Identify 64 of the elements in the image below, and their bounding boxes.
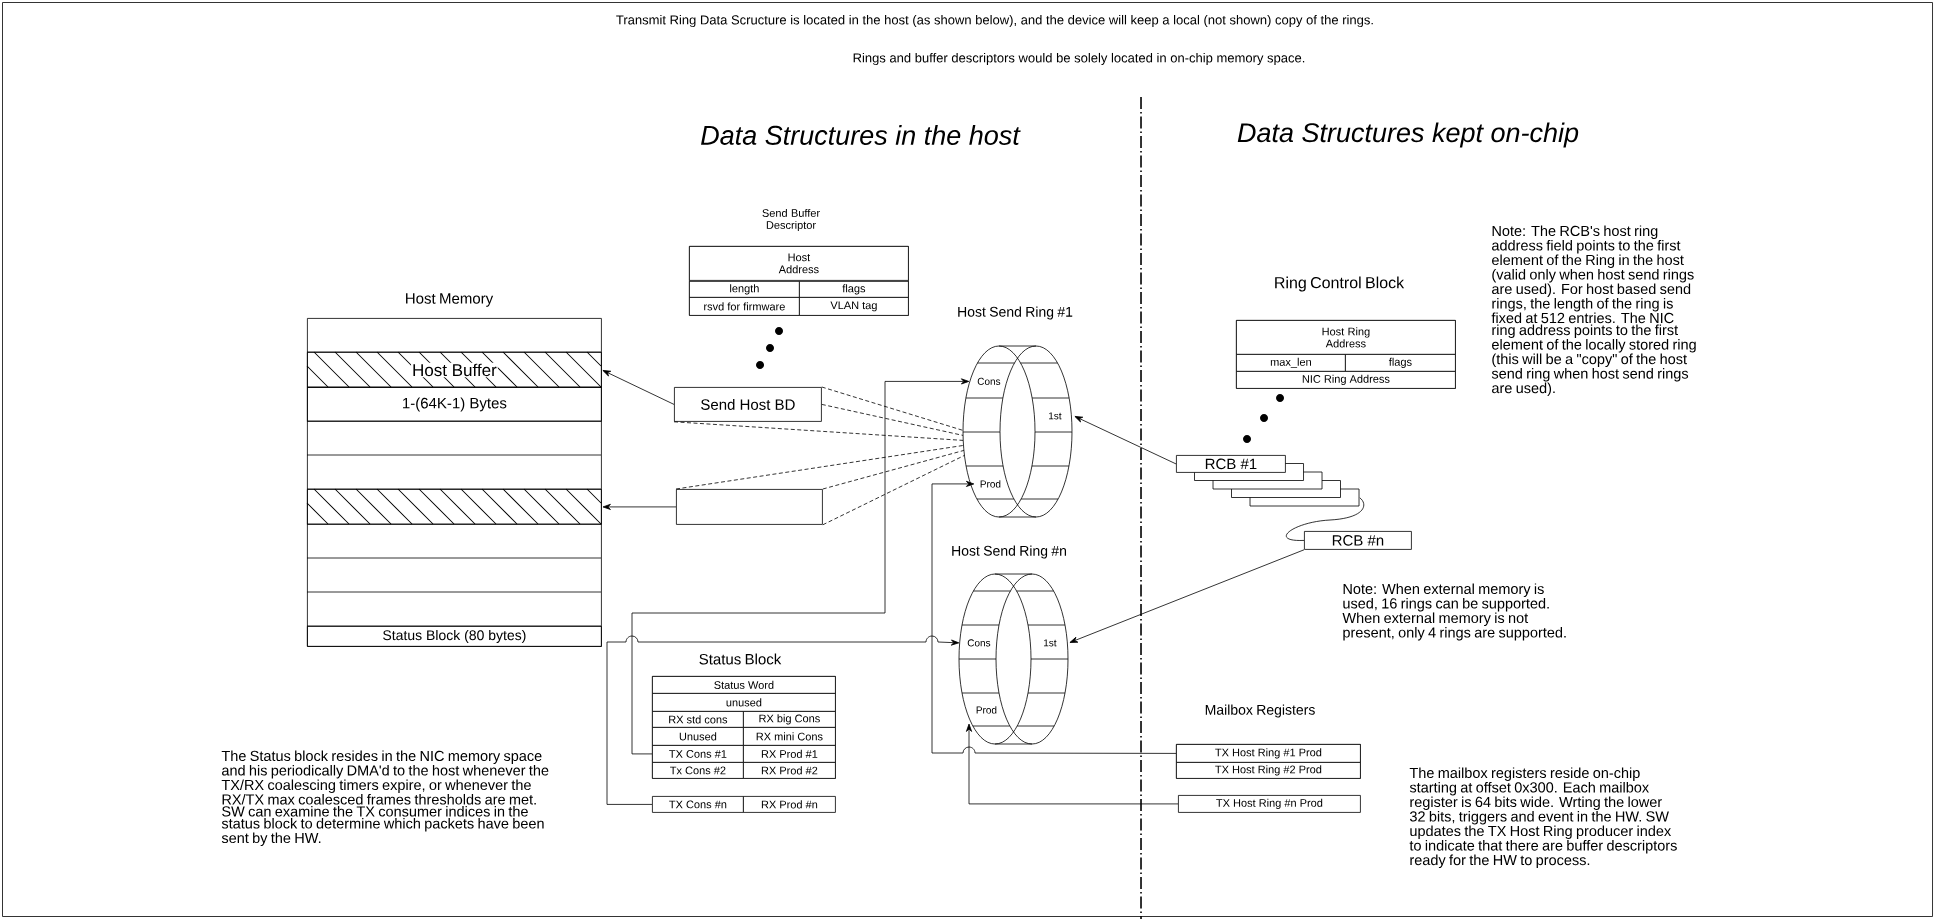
table-cell: RX Prod #2 — [743, 762, 836, 779]
table-cell: VLAN tag — [799, 297, 909, 316]
table-cell: TX Host Ring #2 Prod — [1176, 762, 1361, 779]
rcb-box: RCB #n — [1304, 531, 1412, 550]
dashed-line — [822, 450, 965, 490]
table-title: Mailbox Registers — [1205, 704, 1315, 718]
arrow — [602, 503, 677, 510]
table-cell: RX mini Cons — [743, 727, 836, 746]
arrow — [966, 723, 1179, 805]
dashed-line — [673, 421, 964, 441]
table-cell: flags — [1345, 354, 1456, 372]
arrow — [602, 370, 675, 405]
arrow — [631, 378, 970, 755]
dashed-line — [675, 445, 964, 490]
header-note: Rings and buffer descriptors would be solely located in on-chip memory space. — [853, 52, 1305, 66]
table-cell: TX Cons #1 — [652, 745, 744, 763]
segment-label: Prod — [976, 706, 997, 714]
segment-label: Cons — [967, 639, 991, 647]
note-text: Note: When external memory is used, 16 rings can be supported. When external memory is not present, only 4 rings are supported. — [1342, 583, 1566, 641]
memory-row: 1-(64K-1) Bytes — [307, 387, 602, 422]
register-cell: TX Host Ring #n Prod — [1178, 795, 1361, 813]
segment-label: Cons — [977, 377, 1001, 385]
table-cell: max_len — [1236, 354, 1346, 372]
ring-title: Host Send Ring #n — [952, 545, 1066, 559]
table-cell: RX Prod #n — [743, 796, 836, 813]
table-cell: rsvd for firmware — [689, 297, 800, 316]
segment-label: 1st — [1049, 412, 1062, 420]
table-cell: TX Host Ring #1 Prod — [1176, 744, 1361, 763]
table-title: Send Buffer Descriptor — [762, 208, 820, 232]
table-cell: RX Prod #1 — [743, 745, 836, 763]
table-cell: flags — [799, 281, 909, 298]
table-cell: TX Cons #n — [652, 796, 744, 813]
table-title: Host Memory — [406, 293, 494, 307]
table-cell: RX big Cons — [743, 711, 836, 728]
arrow — [1074, 416, 1177, 465]
header-note: Transmit Ring Data Scructure is located in the host (as shown below), and the device will keep a local (not shown) copy of the rings. — [616, 14, 1373, 28]
table-cell: RX std cons — [652, 711, 744, 728]
dashed-line — [821, 386, 964, 431]
arrow — [1069, 549, 1305, 643]
arrow — [931, 480, 1177, 754]
section-title: Data Structures kept on-chip — [1237, 122, 1579, 148]
section-title: Data Structures in the host — [701, 125, 1021, 145]
dashed-line — [821, 404, 964, 436]
segment-label: 1st — [1044, 639, 1057, 647]
segment-label: Prod — [980, 480, 1001, 488]
table-cell: Unused — [652, 727, 744, 746]
rcb-box: RCB #1 — [1176, 455, 1286, 473]
hatched-memory-row: Host Buffer — [306, 351, 602, 388]
hatched-memory-row — [306, 488, 602, 525]
note-text: The mailbox registers reside on-chip starting at offset 0x300. Each mailbox register is 64 bits wide. Wrting the lower 32 bits, triggers and event in the HW. SW updates the TX Host Ring producer index to indicate that there are buffer descriptors ready for the HW to process. — [1409, 767, 1677, 868]
arrow — [606, 635, 960, 805]
table-cell: Tx Cons #2 — [652, 762, 744, 779]
table-cell: Status Word — [652, 676, 836, 694]
table-cell: length — [689, 281, 800, 298]
connector-line — [1285, 497, 1365, 541]
table-title: Ring Control Block — [1275, 276, 1405, 292]
table-title: Status Block — [699, 653, 782, 665]
dashed-line — [822, 455, 965, 526]
note-text: Note: The RCB's host ring address field points to the first element of the Ring in the host (valid only when host send rings are used). For host based send rings, the length of the ring is fixed at 512 entries. The NIC ring address points to the first element of the locally stored ring (this will be a "copy" of the host send ring when host send rings are used). — [1491, 225, 1696, 397]
ring-title: Host Send Ring #1 — [958, 306, 1073, 320]
descriptor-box: Send Host BD — [674, 387, 822, 422]
memory-row: Status Block (80 bytes) — [307, 626, 602, 647]
empty-box — [676, 489, 823, 525]
note-text: The Status block resides in the NIC memory space and his periodically DMA'd to the host whenever the TX/RX coalescing timers expire, or whenever the RX/TX max coalesced frames thresholds are met. SW can examine the TX consumer indices in the status block to determine which packets have been sent by the HW. — [221, 750, 549, 846]
